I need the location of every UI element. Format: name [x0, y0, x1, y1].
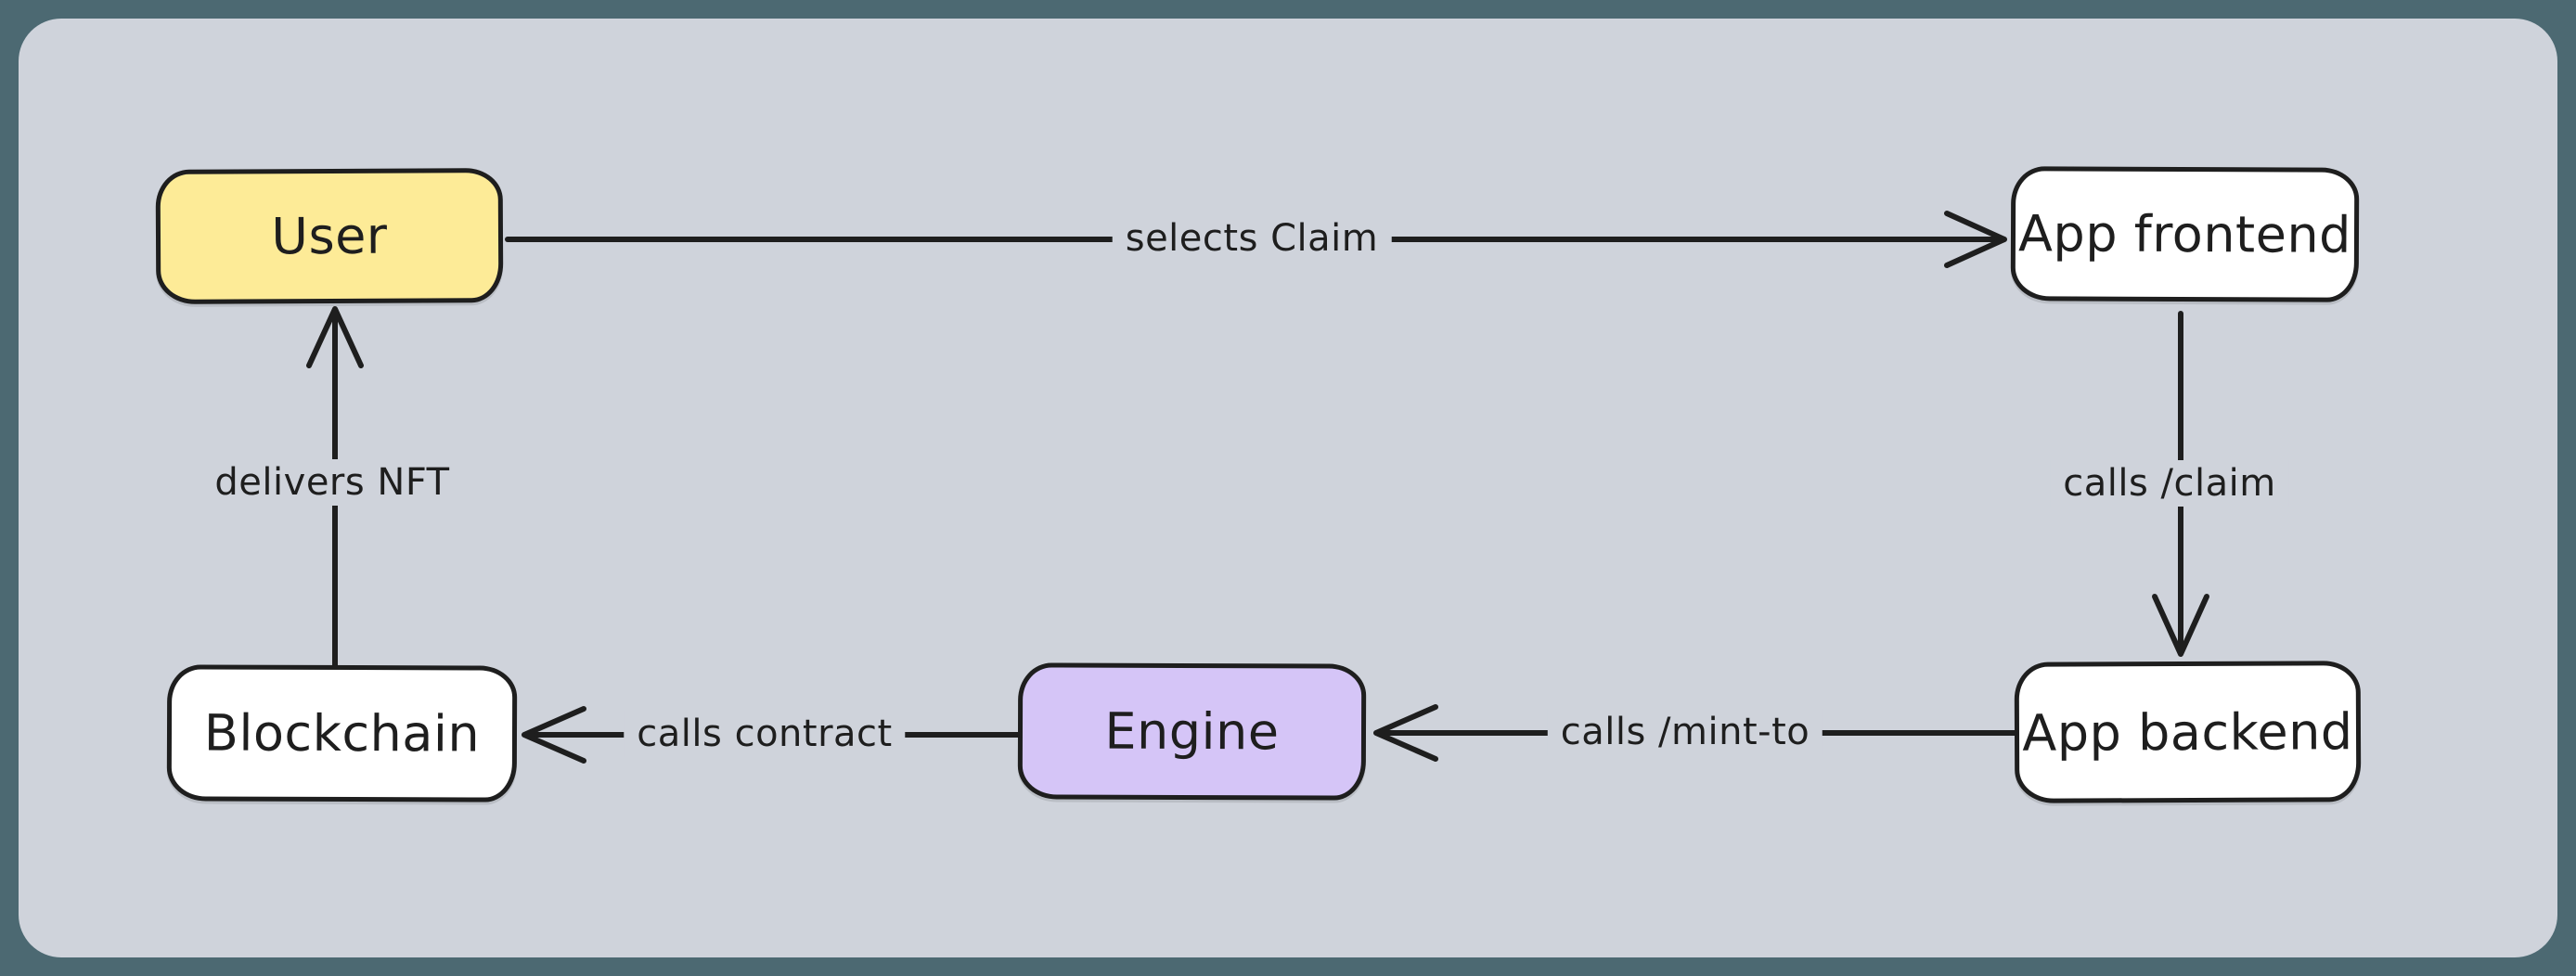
edge-label-selects-claim[interactable]: selects Claim — [1112, 215, 1392, 262]
edge-label-calls-claim[interactable]: calls /claim — [2050, 460, 2289, 507]
node-user-label: User — [271, 206, 388, 266]
node-blockchain[interactable]: Blockchain — [166, 664, 518, 803]
node-engine-label: Engine — [1104, 701, 1280, 762]
node-blockchain-label: Blockchain — [203, 703, 481, 764]
node-app-backend[interactable]: App backend — [2014, 661, 2362, 803]
edge-label-calls-mint-to[interactable]: calls /mint-to — [1547, 709, 1823, 755]
node-engine[interactable]: Engine — [1017, 662, 1367, 801]
edge-label-delivers-nft[interactable]: delivers NFT — [201, 459, 463, 506]
node-app-frontend-label: App frontend — [2017, 204, 2352, 264]
node-app-backend-label: App backend — [2022, 701, 2353, 763]
edge-label-calls-contract[interactable]: calls contract — [624, 711, 906, 757]
node-user[interactable]: User — [155, 168, 504, 304]
node-app-frontend[interactable]: App frontend — [2010, 166, 2360, 302]
